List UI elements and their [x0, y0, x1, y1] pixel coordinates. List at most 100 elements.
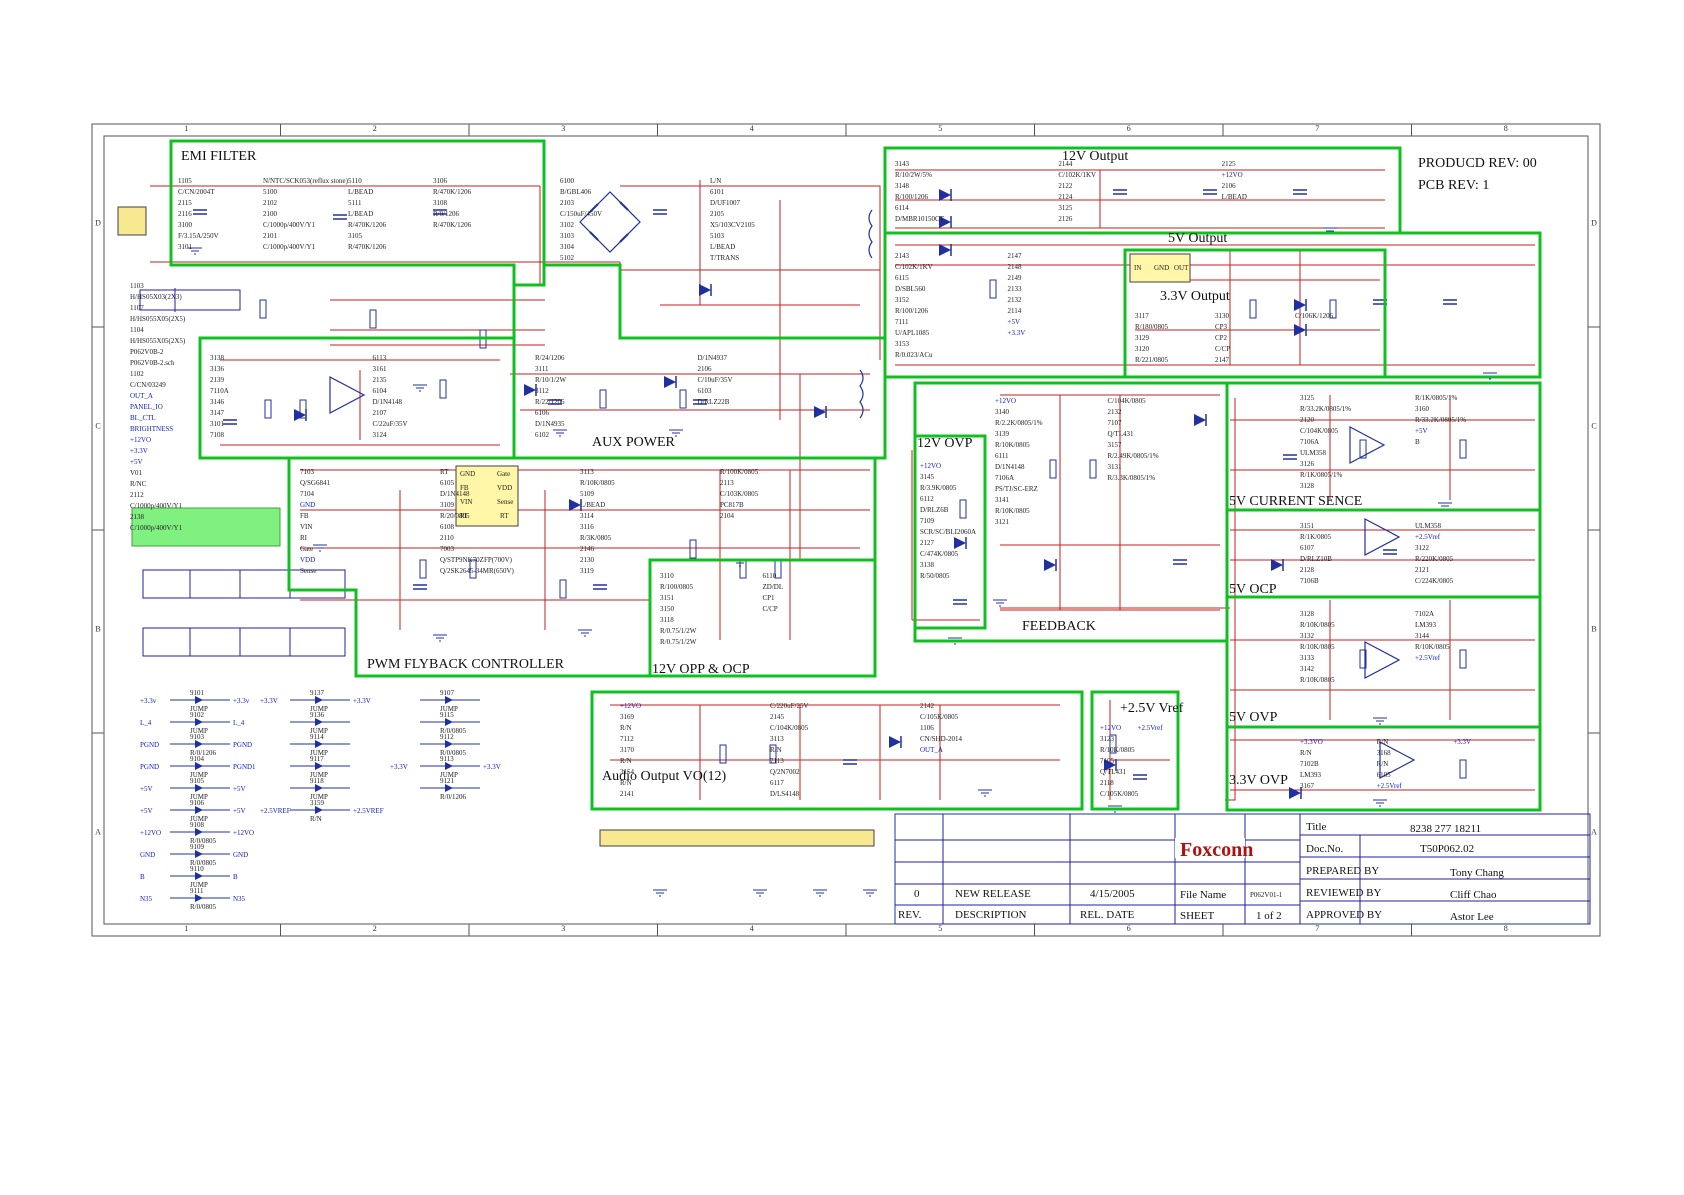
component-ref: 6104 [373, 387, 388, 395]
svg-text:VIN: VIN [460, 498, 472, 506]
row-marker-D: D [1591, 219, 1597, 228]
component-ref: 7102B [1300, 760, 1319, 768]
component-ref: 3160 [1415, 405, 1430, 413]
rev-row-desc: NEW RELEASE [955, 888, 1031, 900]
component-ref: 7109 [920, 517, 935, 525]
component-ref: R/N [620, 724, 632, 732]
component-ref: C/104K/0805 [1300, 427, 1339, 435]
component-ref: LM393 [1300, 771, 1322, 779]
component-ref: C/102K/1KV [1058, 171, 1096, 179]
component-ref: +5V [130, 458, 143, 466]
component-ref: PC817B [720, 501, 744, 509]
component-ref: C/CP [763, 605, 778, 613]
component-ref: 7103 [300, 468, 315, 476]
component-ref: R/33.2K/0805/1% [1300, 405, 1351, 413]
svg-text:R/0/0805: R/0/0805 [440, 749, 467, 757]
component-ref: 3152 [895, 296, 910, 304]
component-ref: Q/2N7002 [770, 768, 800, 776]
component-ref: 2148 [1008, 263, 1023, 271]
component-ref: 3131 [1108, 463, 1123, 471]
component-ref: 6108 [440, 523, 455, 531]
component-ref: 3113 [580, 468, 594, 476]
svg-text:9106: 9106 [190, 799, 205, 807]
title-block: Foxconn Title 8238 277 18211 Doc.No. T50… [894, 813, 1591, 925]
component-ref: D/SBL560 [895, 285, 926, 293]
svg-text:R/0/0805: R/0/0805 [190, 903, 217, 911]
component-ref: 6106 [535, 409, 550, 417]
component-ref: 3126 [1300, 460, 1315, 468]
connector-1102 [599, 829, 875, 847]
component-ref: 7102A [1415, 610, 1434, 618]
svg-text:+5V: +5V [233, 785, 246, 793]
column-marker-5: 5 [938, 124, 942, 133]
title-ovp33: 3.3V OVP [1229, 773, 1288, 788]
title-out12: 12V Output [1062, 149, 1128, 164]
pcb-rev: PCB REV: 1 [1418, 178, 1489, 193]
component-ref: D/LS4148 [770, 790, 800, 798]
component-ref: 3104 [560, 243, 575, 251]
component-ref: +3.3VO [1300, 738, 1323, 746]
component-ref: 6105 [440, 479, 455, 487]
svg-text:R/0/0805: R/0/0805 [190, 837, 217, 845]
column-marker-6: 6 [1127, 124, 1131, 133]
component-ref: 3113 [770, 735, 784, 743]
svg-text:JUMP: JUMP [310, 793, 328, 801]
component-ref: R/220K/0805 [1415, 555, 1454, 563]
component-ref: 2118 [1100, 779, 1114, 787]
component-ref: 2146 [580, 545, 595, 553]
title-label: Title [1306, 821, 1327, 833]
component-ref: C/CN/2004T [178, 188, 215, 196]
component-ref: 2110 [440, 534, 454, 542]
component-ref: LM393 [1415, 621, 1437, 629]
component-ref: 2120 [1300, 416, 1315, 424]
component-ref: R/10K/0805 [1300, 643, 1335, 651]
aux-feedback-block [198, 336, 516, 460]
component-ref: 3153 [895, 340, 910, 348]
title-out5: 5V Output [1168, 231, 1227, 246]
component-ref: 3138 [210, 354, 225, 362]
svg-text:+3.3v: +3.3v [140, 697, 157, 705]
component-ref: +12VO [1100, 724, 1121, 732]
rev-row-rev: 0 [914, 888, 920, 900]
component-ref: 2102 [263, 199, 278, 207]
row-marker-C: C [95, 422, 100, 431]
component-ref: 3111 [535, 365, 549, 373]
component-ref: R/24/1206 [535, 354, 565, 362]
svg-text:+5V: +5V [140, 785, 153, 793]
component-ref: 3100 [178, 221, 193, 229]
component-ref: CP1 [763, 594, 776, 602]
component-ref: 2121 [1415, 566, 1430, 574]
component-ref: 2105 [710, 210, 725, 218]
component-ref: 2142 [920, 702, 935, 710]
svg-text:9110: 9110 [190, 865, 204, 873]
component-ref: 2112 [130, 491, 144, 499]
svg-text:JUMP: JUMP [440, 705, 458, 713]
svg-text:R/0/0805: R/0/0805 [190, 859, 217, 867]
column-marker-5: 5 [938, 924, 942, 933]
component-ref: R/10K/0805 [1100, 746, 1135, 754]
component-ref: 3125 [1300, 394, 1315, 402]
component-ref: 2126 [1058, 215, 1073, 223]
component-ref: L/BEAD [348, 188, 373, 196]
svg-text:B: B [140, 873, 145, 881]
component-ref: R/N [1377, 738, 1389, 746]
title-out33: 3.3V Output [1160, 289, 1230, 304]
component-ref: 3120 [1135, 345, 1150, 353]
component-ref: B/GBL406 [560, 188, 592, 196]
svg-text:9114: 9114 [310, 733, 324, 741]
component-ref: 3129 [1135, 334, 1150, 342]
component-ref: R/3.9K/0805 [920, 484, 957, 492]
title-ocp5: 5V OCP [1229, 582, 1277, 597]
component-ref: 3168 [1377, 749, 1392, 757]
block-outlines [169, 139, 1542, 812]
component-ref: 7106A [1300, 438, 1319, 446]
svg-text:+12VO: +12VO [233, 829, 254, 837]
component-ref: 1107 [130, 304, 144, 312]
component-ref: Gate [300, 545, 313, 553]
ldo-ic [1129, 253, 1191, 283]
